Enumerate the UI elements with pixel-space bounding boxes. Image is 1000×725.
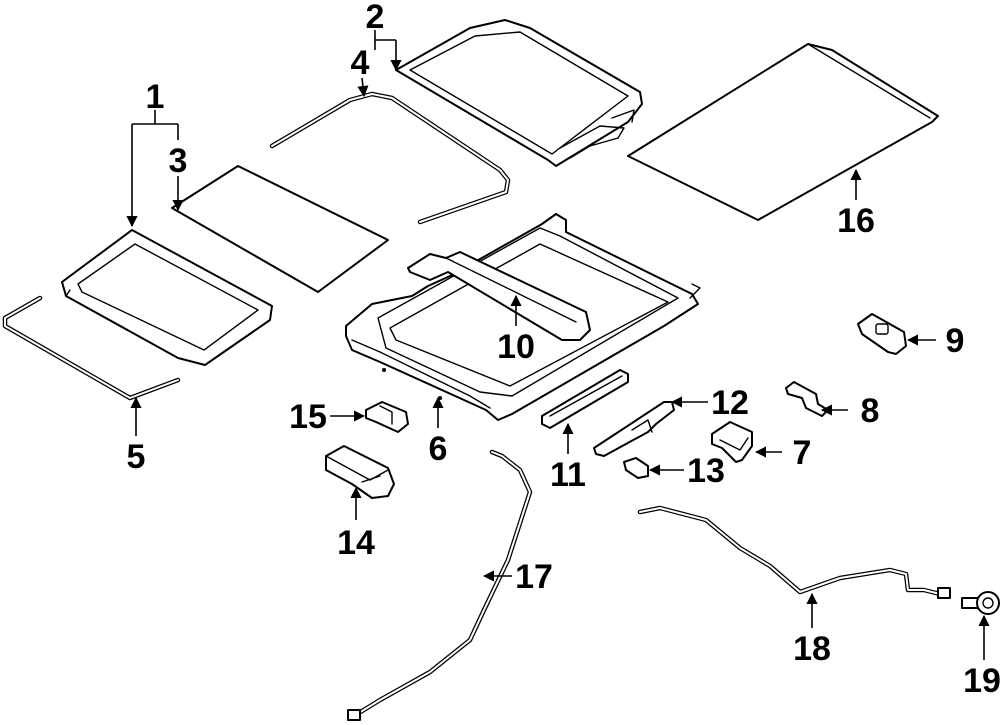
callout-6: 6 bbox=[429, 430, 448, 468]
part-9-motor-bracket bbox=[857, 313, 907, 355]
part-11-rail bbox=[541, 369, 629, 429]
callout-5: 5 bbox=[127, 438, 146, 476]
part-15-switch bbox=[365, 401, 409, 433]
part-14-motor bbox=[325, 445, 395, 499]
part-3-glass bbox=[171, 165, 389, 293]
part-8-bracket bbox=[785, 381, 829, 417]
part-10-cross-member bbox=[407, 251, 591, 341]
part-17-drain-hose bbox=[347, 449, 533, 721]
callout-1: 1 bbox=[146, 78, 165, 116]
part-7-bracket bbox=[711, 421, 753, 463]
part-4-glass-seal bbox=[269, 91, 511, 225]
part-13-clip bbox=[623, 457, 649, 479]
leader-lines bbox=[126, 30, 990, 660]
callout-14: 14 bbox=[337, 524, 375, 562]
part-18-drain-hose bbox=[637, 505, 951, 599]
callout-13: 13 bbox=[687, 452, 725, 490]
part-19-grommet bbox=[961, 591, 1000, 615]
part-12-guide-rail bbox=[593, 401, 675, 457]
part-1-glass-frame bbox=[61, 229, 273, 366]
callout-18: 18 bbox=[793, 630, 831, 668]
part-5-weatherstrip bbox=[2, 295, 181, 401]
callout-10: 10 bbox=[497, 328, 535, 366]
callout-19: 19 bbox=[963, 662, 1000, 700]
part-16-sunshade bbox=[627, 43, 939, 221]
callout-9: 9 bbox=[946, 322, 965, 360]
callout-labels: 1 2 3 4 5 6 7 8 9 10 11 12 13 14 15 16 1… bbox=[127, 0, 1000, 700]
callout-4: 4 bbox=[351, 44, 370, 82]
callout-12: 12 bbox=[711, 384, 749, 422]
callout-17: 17 bbox=[515, 558, 553, 596]
callout-2: 2 bbox=[366, 0, 385, 36]
part-2-frame bbox=[395, 19, 643, 167]
callout-8: 8 bbox=[861, 392, 880, 430]
callout-15: 15 bbox=[289, 398, 327, 436]
callout-16: 16 bbox=[837, 202, 875, 240]
callout-11: 11 bbox=[550, 456, 586, 494]
callout-3: 3 bbox=[169, 142, 188, 180]
callout-7: 7 bbox=[793, 434, 812, 472]
